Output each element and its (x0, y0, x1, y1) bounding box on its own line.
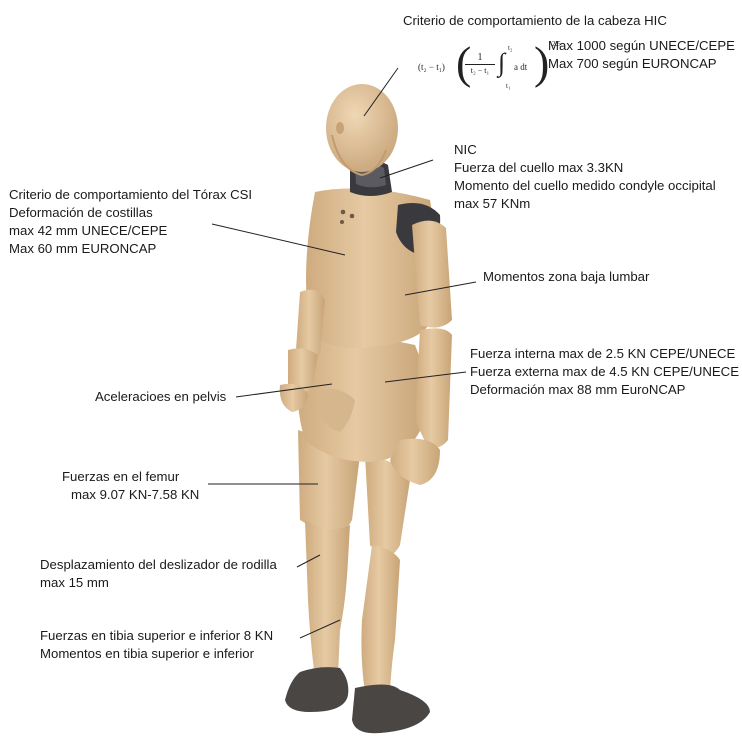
pelvis-line-1: Aceleracioes en pelvis (95, 388, 226, 406)
neck-line-2: Fuerza del cuello max 3.3KN (454, 159, 716, 177)
pelvis-label: Aceleracioes en pelvis (95, 388, 226, 406)
abdomen-line-1: Fuerza interna max de 2.5 KN CEPE/UNECE (470, 345, 739, 363)
head (326, 84, 398, 175)
neck-line-3: Momento del cuello medido condyle occipi… (454, 177, 716, 195)
right-leg (285, 430, 360, 712)
head-label: Criterio de comportamiento de la cabeza … (403, 12, 667, 30)
hic-formula: (t₂ − t₁) ( 1 t₂ − t₁ ∫ t₂ t₁ a dt ) 2.5 (418, 38, 543, 98)
head-limits: Max 1000 según UNECE/CEPE Max 700 según … (548, 37, 735, 73)
thorax-line-3: max 42 mm UNECE/CEPE (9, 222, 252, 240)
abdomen-line-3: Deformación max 88 mm EuroNCAP (470, 381, 739, 399)
thorax-line-4: Max 60 mm EURONCAP (9, 240, 252, 258)
lumbar-label: Momentos zona baja lumbar (483, 268, 649, 286)
head-limit-unece: Max 1000 según UNECE/CEPE (548, 37, 735, 55)
abdomen-line-2: Fuerza externa max de 4.5 KN CEPE/UNECE (470, 363, 739, 381)
formula-lower-limit: t₁ (506, 82, 510, 90)
abdomen-label: Fuerza interna max de 2.5 KN CEPE/UNECE … (470, 345, 739, 399)
formula-prefix: (t₂ − t₁) (418, 62, 445, 72)
formula-numerator: 1 (465, 52, 495, 65)
neck-line-1: NIC (454, 141, 716, 159)
formula-upper-limit: t₂ (508, 44, 512, 52)
thorax-line-1: Criterio de comportamiento del Tórax CSI (9, 186, 252, 204)
tibia-line-2: Momentos en tibia superior e inferior (40, 645, 273, 663)
femur-line-1: Fuerzas en el femur (62, 468, 199, 486)
knee-label: Desplazamiento del deslizador de rodilla… (40, 556, 277, 592)
neck-line-4: max 57 KNm (454, 195, 716, 213)
neck-label: NIC Fuerza del cuello max 3.3KN Momento … (454, 141, 716, 213)
thorax-line-2: Deformación de costillas (9, 204, 252, 222)
femur-line-2: max 9.07 KN-7.58 KN (62, 486, 199, 504)
formula-integrand: a dt (514, 62, 527, 72)
femur-label: Fuerzas en el femur max 9.07 KN-7.58 KN (62, 468, 199, 504)
lumbar-line-1: Momentos zona baja lumbar (483, 268, 649, 286)
knee-line-2: max 15 mm (40, 574, 277, 592)
head-title: Criterio de comportamiento de la cabeza … (403, 12, 667, 30)
tibia-line-1: Fuerzas en tibia superior e inferior 8 K… (40, 627, 273, 645)
knee-line-1: Desplazamiento del deslizador de rodilla (40, 556, 277, 574)
formula-denominator: t₂ − t₁ (465, 65, 495, 75)
thorax-label: Criterio de comportamiento del Tórax CSI… (9, 186, 252, 258)
formula-integral: ∫ (498, 48, 505, 78)
formula-fraction: 1 t₂ − t₁ (465, 52, 495, 75)
tibia-label: Fuerzas en tibia superior e inferior 8 K… (40, 627, 273, 663)
head-limit-euroncap: Max 700 según EURONCAP (548, 55, 735, 73)
left-leg (352, 455, 430, 733)
